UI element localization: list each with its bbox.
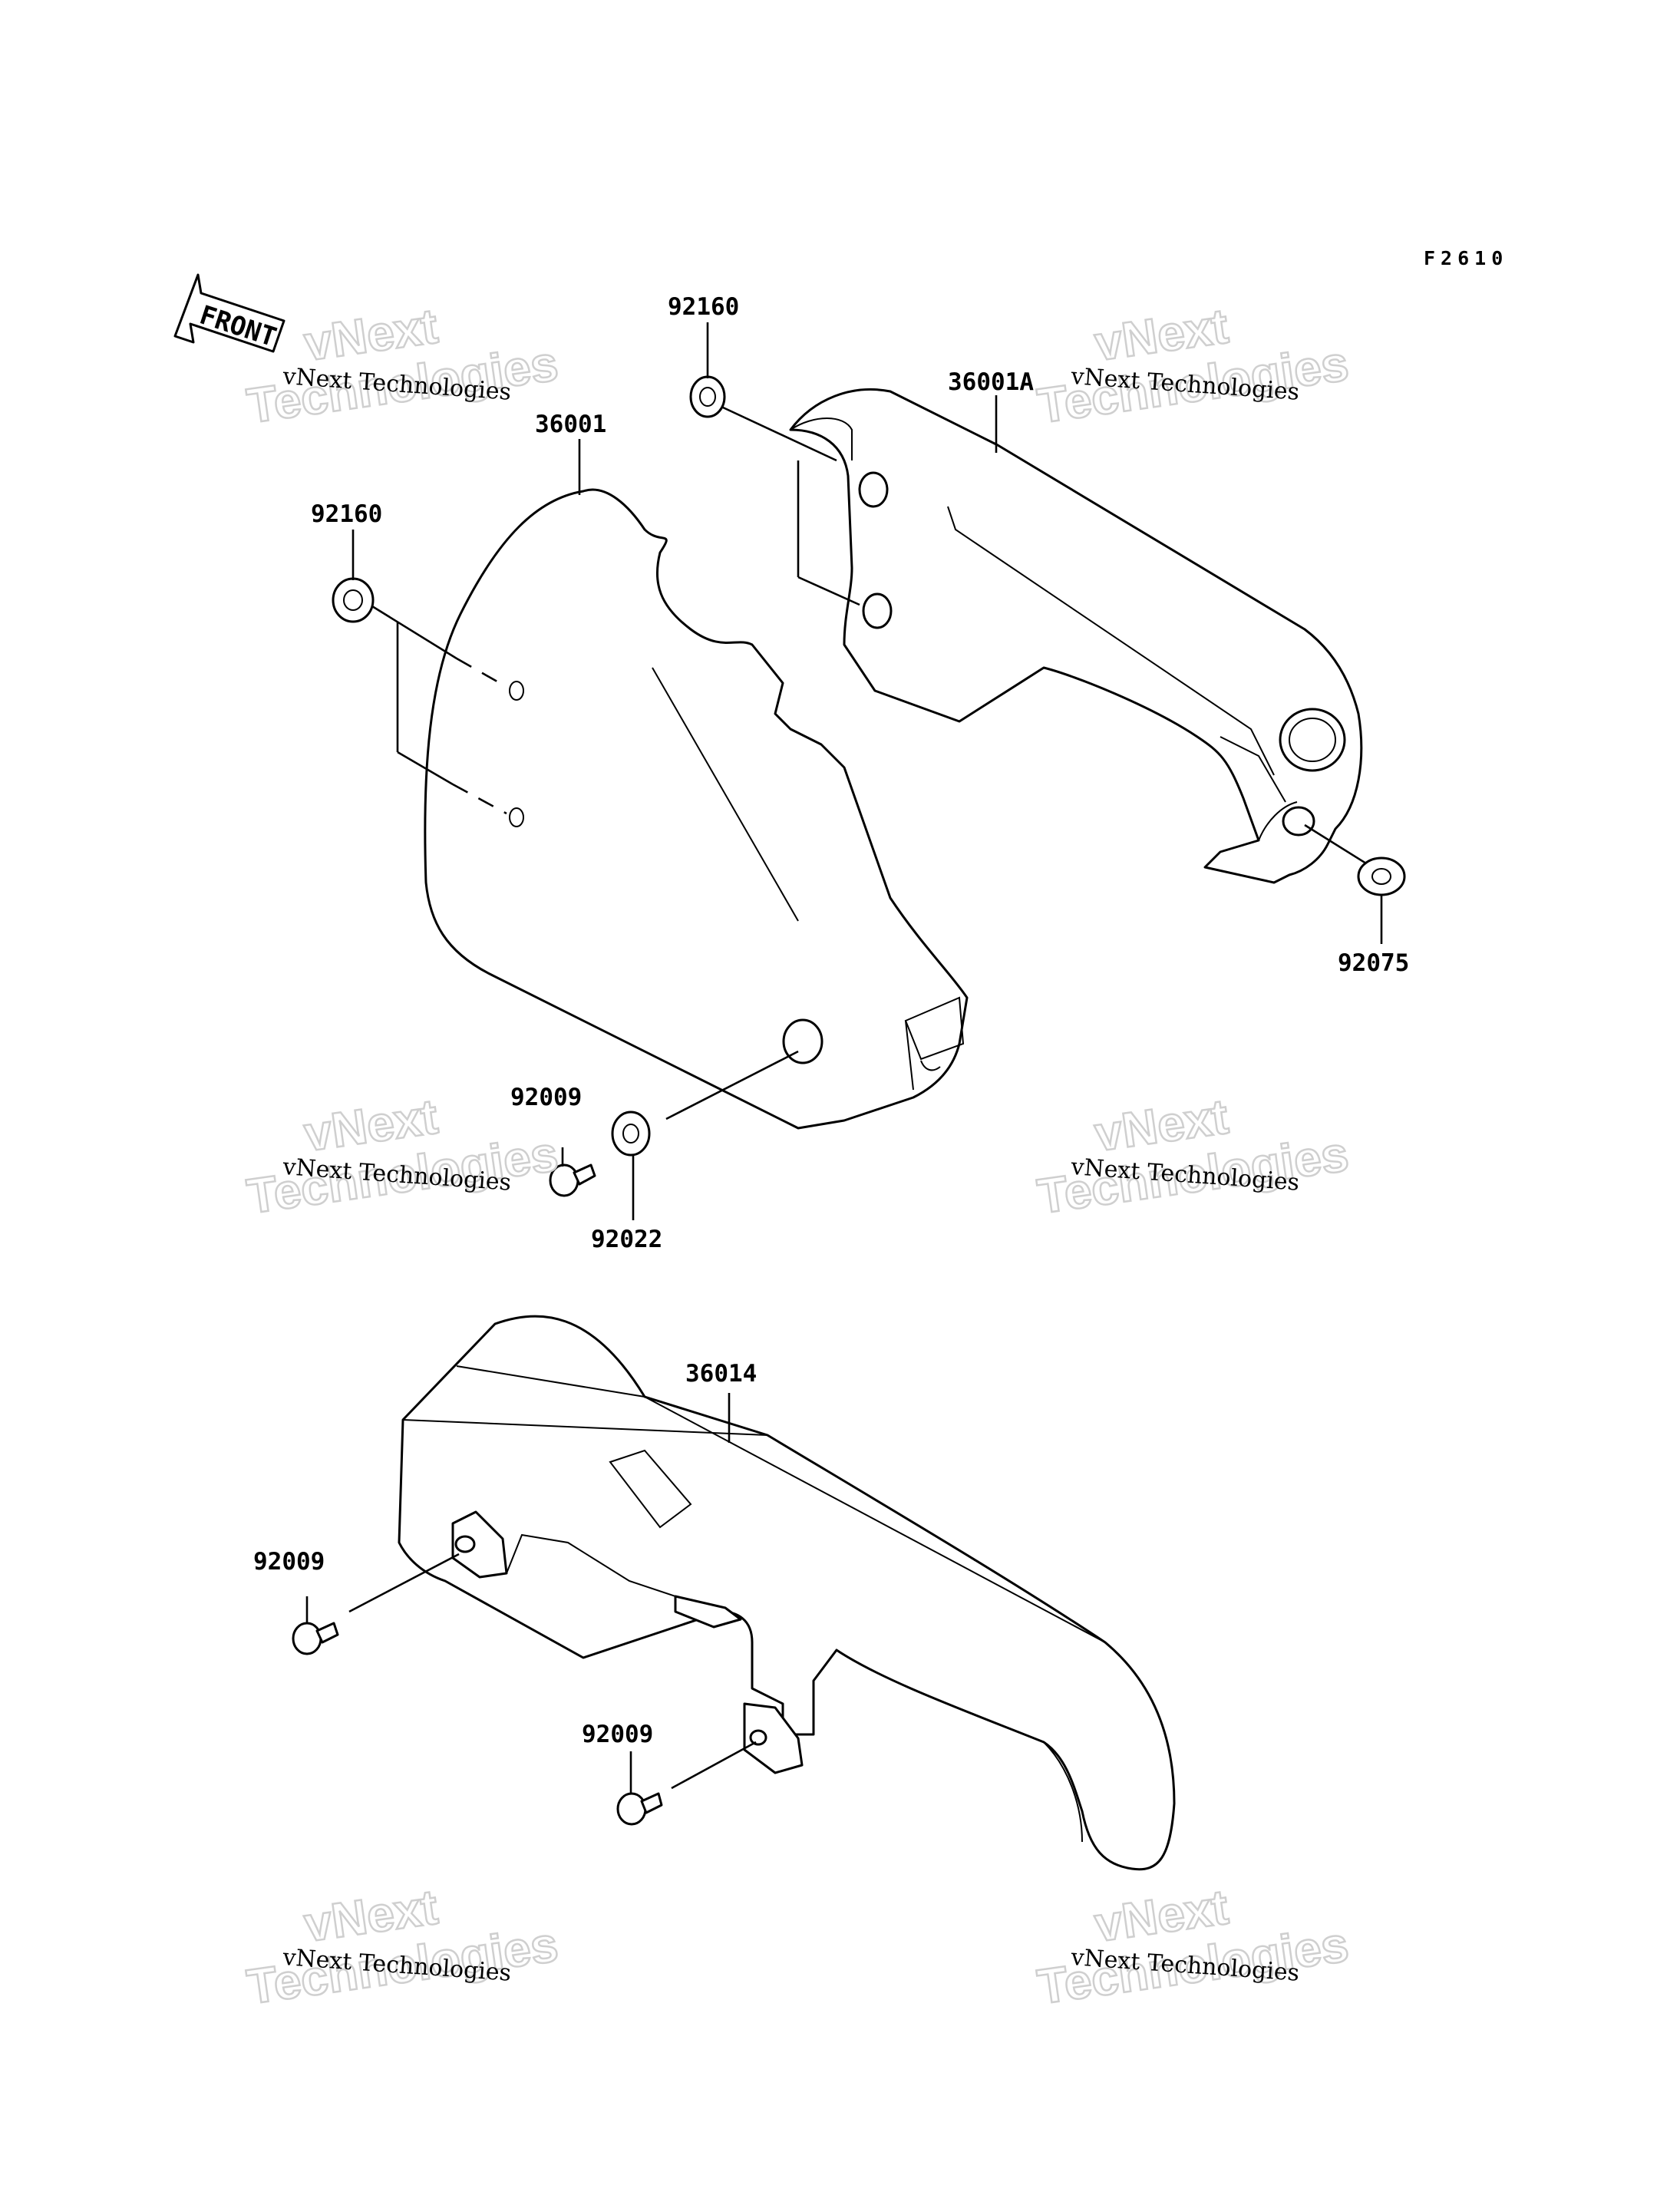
part-92022 <box>611 1050 799 1220</box>
callout-92009-left: 92009 <box>253 1548 325 1576</box>
part-92009-bottom <box>616 1741 757 1826</box>
part-36001A <box>789 388 1363 884</box>
part-92160-left <box>332 577 507 815</box>
callout-36014: 36014 <box>685 1360 757 1388</box>
callout-92160-left: 92160 <box>311 500 382 528</box>
part-92009-left <box>292 1553 460 1655</box>
callout-92075: 92075 <box>1338 949 1409 977</box>
part-36014 <box>398 1315 1176 1871</box>
callout-92009-bottom: 92009 <box>582 1721 653 1748</box>
part-92075 <box>1304 823 1406 896</box>
callout-92160-top: 92160 <box>668 293 739 321</box>
figure-code: F2610 <box>1424 247 1508 269</box>
callout-36001: 36001 <box>535 411 606 438</box>
callout-92009-mid: 92009 <box>510 1084 582 1111</box>
callout-36001A: 36001A <box>948 368 1034 396</box>
part-36001 <box>424 488 969 1130</box>
callout-92022: 92022 <box>591 1226 662 1253</box>
part-92009-mid <box>549 1147 596 1197</box>
front-arrow-icon: FRONT <box>173 273 286 353</box>
part-92160-top <box>689 375 860 606</box>
